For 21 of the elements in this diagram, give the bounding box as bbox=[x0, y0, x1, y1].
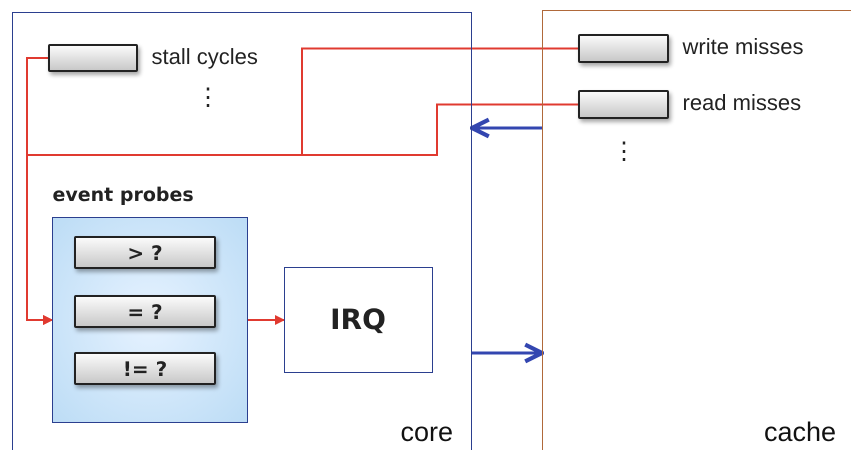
block-label: cache bbox=[764, 417, 836, 448]
counter-bar bbox=[578, 34, 668, 62]
panel-heading: event probes bbox=[52, 184, 194, 206]
comparator-button: != ? bbox=[74, 352, 216, 385]
arrow bbox=[26, 104, 578, 325]
arrow bbox=[470, 118, 542, 138]
irq-box: IRQ bbox=[284, 266, 432, 372]
ellipsis: ⋮ bbox=[196, 86, 220, 110]
counter-bar bbox=[48, 44, 138, 72]
counter-label: read misses bbox=[682, 90, 802, 116]
cache-block bbox=[542, 10, 851, 450]
arrow bbox=[472, 342, 544, 364]
core-block bbox=[12, 12, 472, 450]
counter-bar bbox=[578, 90, 668, 118]
comparator-button: > ? bbox=[74, 236, 216, 269]
counter-label: stall cycles bbox=[152, 44, 258, 70]
arrow bbox=[248, 315, 285, 325]
counter-label: write misses bbox=[682, 34, 804, 60]
comparator-button: = ? bbox=[74, 295, 216, 328]
ellipsis: ⋮ bbox=[612, 140, 636, 164]
block-label: core bbox=[400, 417, 453, 448]
